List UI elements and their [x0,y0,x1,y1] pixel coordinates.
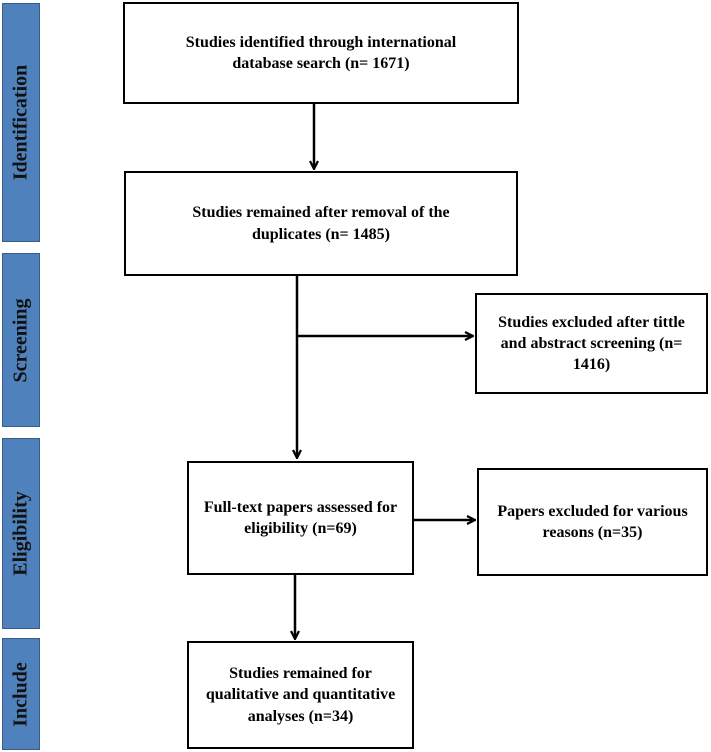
phase-identification: Identification [2,3,40,242]
box-fulltext-assessed-text: Full-text papers assessed for eligibilit… [203,498,398,537]
phase-screening: Screening [2,253,40,427]
box-excluded-fulltext: Papers excluded for various reasons (n=3… [477,468,708,576]
phase-eligibility: Eligibility [2,438,40,629]
box-studies-identified-text: Studies identified through international… [185,33,457,72]
phase-include: Include [2,638,40,750]
box-excluded-screening: Studies excluded after tittle and abstra… [475,293,708,394]
box-excluded-screening-text: Studies excluded after tittle and abstra… [498,313,685,374]
box-after-duplicates: Studies remained after removal of the du… [124,171,518,276]
box-excluded-fulltext-text: Papers excluded for various reasons (n=3… [497,502,688,541]
box-included: Studies remained for qualitative and qua… [187,641,414,749]
box-included-text: Studies remained for qualitative and qua… [205,665,396,725]
box-fulltext-assessed: Full-text papers assessed for eligibilit… [187,461,414,575]
box-after-duplicates-text: Studies remained after removal of the du… [192,204,450,243]
box-studies-identified: Studies identified through international… [123,2,519,104]
